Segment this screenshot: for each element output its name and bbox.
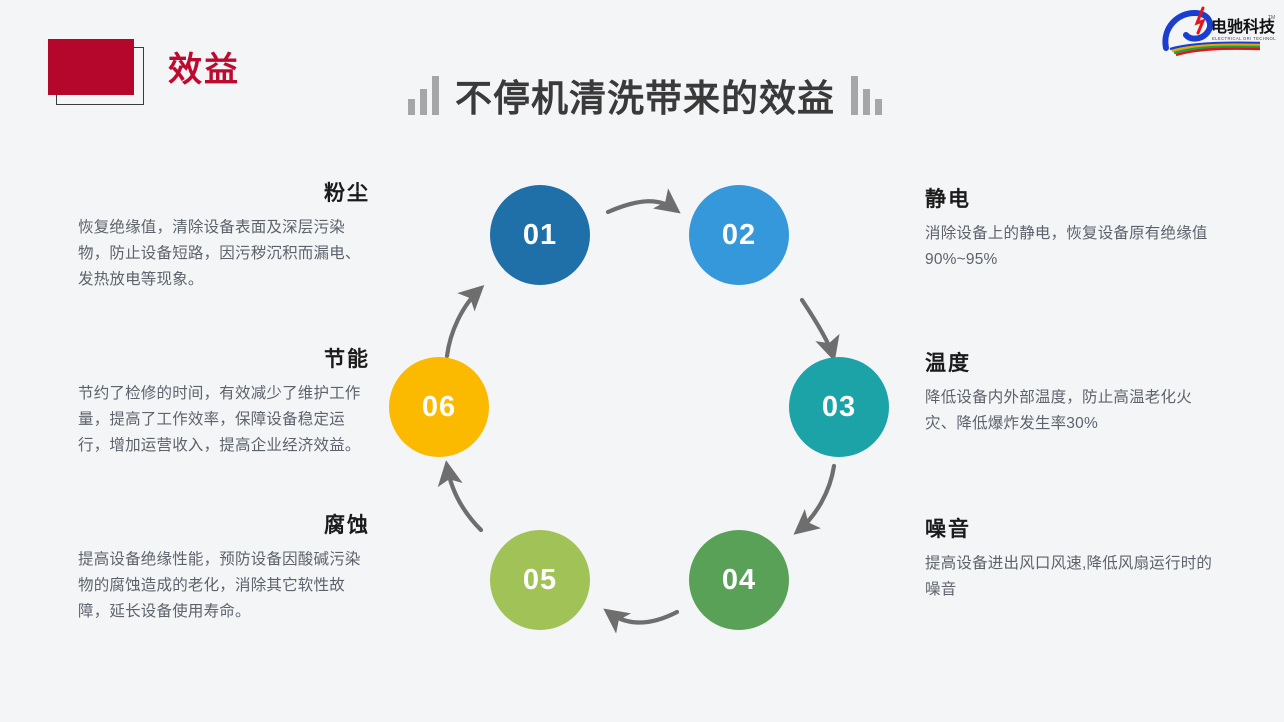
benefit-body-noise: 提高设备进出风口风速,降低风扇运行时的噪音	[925, 555, 1213, 598]
cycle-node-02[interactable]: 02	[689, 185, 789, 285]
benefit-title-temperature: 温度	[925, 352, 971, 375]
benefit-block-static: 静电 消除设备上的静电，恢复设备原有绝缘值90%~95%	[925, 186, 1217, 273]
arrow-05-to-06	[437, 460, 484, 533]
cycle-node-03[interactable]: 03	[789, 357, 889, 457]
arrow-02-to-03	[799, 297, 840, 362]
cycle-node-05[interactable]: 05	[490, 530, 590, 630]
cycle-node-04[interactable]: 04	[689, 530, 789, 630]
benefit-title-corrosion: 腐蚀	[324, 514, 370, 537]
svg-text:电驰科技: 电驰科技	[1211, 17, 1276, 36]
svg-text:ELECTRICAL DRI TECHNOLOGY: ELECTRICAL DRI TECHNOLOGY	[1212, 36, 1276, 41]
logo-graphic: 电驰科技 ELECTRICAL DRI TECHNOLOGY TM	[1162, 6, 1284, 57]
cycle-arrows	[437, 188, 840, 634]
svg-text:TM: TM	[1268, 15, 1275, 21]
descending-bars-icon	[851, 75, 882, 115]
cycle-node-06[interactable]: 06	[389, 357, 489, 457]
arrow-03-to-04	[793, 463, 837, 535]
benefit-block-temperature: 温度 降低设备内外部温度，防止高温老化火灾、降低爆炸发生率30%	[925, 350, 1217, 437]
benefit-title-static: 静电	[925, 188, 971, 211]
benefit-block-noise: 噪音 提高设备进出风口风速,降低风扇运行时的噪音	[925, 516, 1217, 603]
benefit-title-noise: 噪音	[925, 518, 971, 541]
cycle-node-01[interactable]: 01	[490, 185, 590, 285]
benefit-body-static: 消除设备上的静电，恢复设备原有绝缘值90%~95%	[925, 225, 1208, 268]
benefit-body-temperature: 降低设备内外部温度，防止高温老化火灾、降低爆炸发生率30%	[925, 389, 1192, 432]
cycle-diagram: 01 02 03 04 05 06	[350, 160, 930, 660]
benefit-block-energy: 节能 节约了检修的时间，有效减少了维护工作量，提高了工作效率，保障设备稳定运行，…	[78, 346, 370, 459]
title-group: 不停机清洗带来的效益	[330, 64, 960, 126]
cycle-node-06-number: 06	[421, 390, 457, 423]
cycle-node-01-number: 01	[522, 218, 558, 251]
benefit-body-corrosion: 提高设备绝缘性能，预防设备因酸碱污染物的腐蚀造成的老化，消除其它软性故障，延长设…	[78, 551, 361, 620]
benefit-title-energy: 节能	[324, 348, 370, 371]
cycle-node-02-number: 02	[721, 218, 757, 251]
company-logo: 电驰科技 ELECTRICAL DRI TECHNOLOGY TM	[1156, 2, 1284, 58]
arrow-01-to-02	[605, 188, 681, 215]
benefit-body-dust: 恢复绝缘值，清除设备表面及深层污染物，防止设备短路，因污秽沉积而漏电、发热放电等…	[78, 219, 361, 288]
cycle-node-05-number: 05	[522, 563, 558, 596]
benefit-block-dust: 粉尘 恢复绝缘值，清除设备表面及深层污染物，防止设备短路，因污秽沉积而漏电、发热…	[78, 180, 370, 293]
page-title: 不停机清洗带来的效益	[455, 78, 835, 119]
cycle-node-04-number: 04	[721, 563, 757, 596]
ascending-bars-icon	[408, 75, 439, 115]
arrow-04-to-05	[603, 608, 680, 634]
section-label: 效益	[168, 51, 240, 89]
arrow-06-to-01	[444, 284, 485, 359]
benefit-block-corrosion: 腐蚀 提高设备绝缘性能，预防设备因酸碱污染物的腐蚀造成的老化，消除其它软性故障，…	[78, 512, 370, 625]
cycle-node-03-number: 03	[821, 390, 857, 423]
badge-red-box	[48, 39, 134, 95]
benefit-body-energy: 节约了检修的时间，有效减少了维护工作量，提高了工作效率，保障设备稳定运行，增加运…	[78, 385, 361, 454]
benefit-title-dust: 粉尘	[324, 182, 370, 205]
